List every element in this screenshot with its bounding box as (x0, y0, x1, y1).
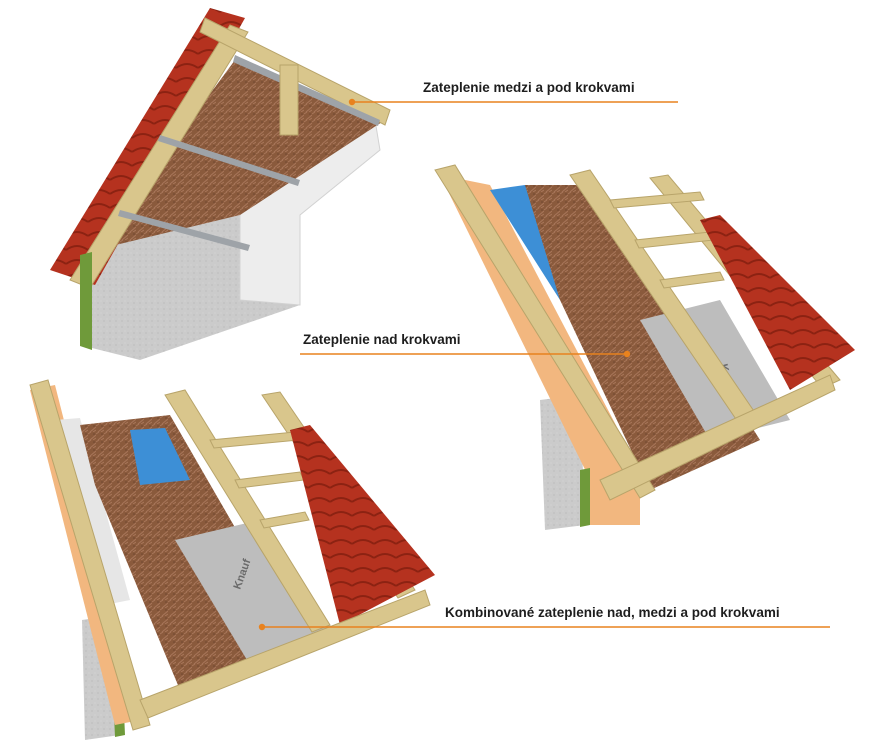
illustration-combined: Knauf (29, 379, 435, 740)
vapour-barrier-strip (580, 468, 590, 527)
batten (234, 471, 305, 489)
vapour-barrier-strip (80, 252, 92, 350)
batten (209, 431, 300, 449)
leader-lines (258, 98, 830, 631)
eaves-plate (599, 374, 836, 501)
roof-tiles (700, 215, 855, 390)
leader-dot-between-under (348, 98, 356, 106)
wood-post (279, 64, 299, 136)
leader-dot-above (623, 350, 631, 358)
steel-profile (118, 210, 250, 251)
illustration-above-rafters: Knauf (434, 164, 855, 530)
leader-dot-combined (258, 623, 266, 631)
label-above-rafters: Zateplenie nad krokvami (303, 332, 461, 347)
blue-membrane (130, 428, 190, 485)
roof-tiles (50, 8, 245, 285)
underlay-foil (175, 520, 340, 665)
rafter (29, 379, 151, 731)
batten (609, 191, 705, 209)
roof-tiles (290, 425, 435, 625)
steel-profile (233, 55, 380, 126)
batten (634, 231, 715, 249)
batten (659, 271, 725, 289)
rafter (434, 164, 656, 499)
counter-batten (164, 389, 331, 633)
mineral-wool (95, 60, 385, 250)
label-combined: Kombinované zateplenie nad, medzi a pod … (445, 605, 780, 620)
gypsum-board (55, 418, 130, 605)
label-between-under-rafters: Zateplenie medzi a pod krokvami (423, 80, 635, 95)
batten (259, 511, 310, 529)
steel-profile (158, 135, 300, 186)
illustration-between-under-rafters (50, 8, 391, 360)
